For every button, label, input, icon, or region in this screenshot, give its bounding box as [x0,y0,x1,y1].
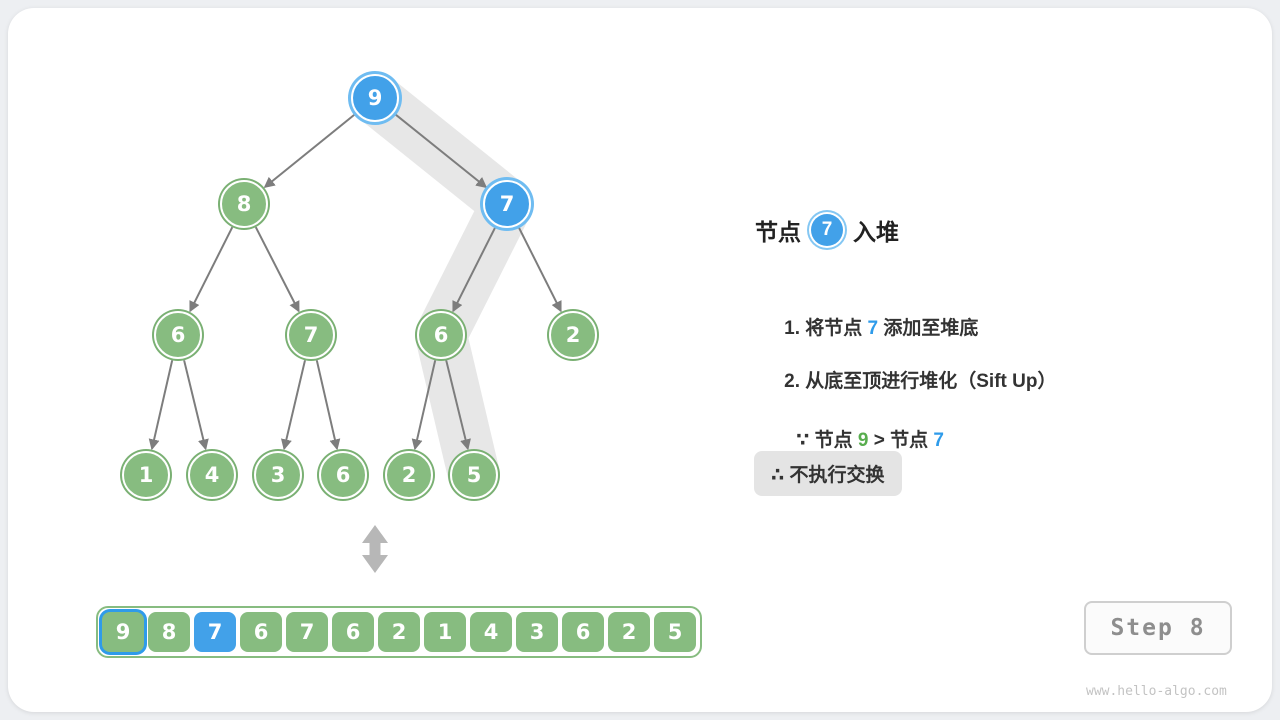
array-cell: 6 [240,612,282,652]
because-node-b: 7 [933,430,944,451]
array-cell: 9 [102,612,144,652]
array-cell: 5 [654,612,696,652]
tree-node: 2 [385,451,433,499]
array-cell: 3 [516,612,558,652]
list-item-1: 1. 将节点 7 添加至堆底 [763,291,978,362]
tree-diagram-svg [148,72,562,573]
tree-node: 6 [319,451,367,499]
tree-node: 7 [287,311,335,359]
node-badge: 7 [811,214,843,246]
item2-text: 2. 从底至顶进行堆化（Sift Up） [784,371,1057,392]
therefore-badge: ∴ 不执行交换 [754,451,902,496]
item1-node-value: 7 [867,318,879,339]
tree-node: 2 [549,311,597,359]
tree-node: 4 [188,451,236,499]
because-text: ∵ 节点 [796,430,858,451]
tree-node: 8 [220,180,268,228]
sift-up-path-highlight [349,72,533,501]
tree-node-inserted: 7 [483,180,531,228]
array-cell: 7 [194,612,236,652]
tree-node-root: 9 [351,74,399,122]
tree-node: 1 [122,451,170,499]
array-cell: 1 [424,612,466,652]
title-prefix: 节点 [755,219,801,245]
because-mid: > 节点 [868,430,934,451]
step-box: Step 8 [1084,601,1232,655]
figure-card: 9 8 7 6 7 6 2 1 4 3 6 2 5 9 8 7 6 7 6 2 … [8,8,1272,712]
array-cell: 8 [148,612,190,652]
item1-text: 1. 将节点 [784,318,868,339]
item1-text-end: 添加至堆底 [878,318,979,339]
list-item-2: 2. 从底至顶进行堆化（Sift Up） [763,344,1056,415]
heap-array: 9 8 7 6 7 6 2 1 4 3 6 2 5 [96,606,702,658]
watermark: www.hello-algo.com [1086,684,1227,699]
array-cell: 2 [608,612,650,652]
array-cell: 7 [286,612,328,652]
because-line: ∵ 节点 9 > 节点 7 [775,403,944,474]
tree-node: 6 [154,311,202,359]
panel-title: 节点 7 入堆 [755,210,899,250]
because-node-a: 9 [857,430,869,451]
tree-node: 6 [417,311,465,359]
array-cell: 6 [332,612,374,652]
array-cell: 6 [562,612,604,652]
array-cell: 2 [378,612,420,652]
array-cell: 4 [470,612,512,652]
tree-edges [148,113,562,451]
tree-node: 3 [254,451,302,499]
tree-node: 5 [450,451,498,499]
updown-arrow-icon [362,525,388,573]
title-suffix: 入堆 [853,219,899,245]
